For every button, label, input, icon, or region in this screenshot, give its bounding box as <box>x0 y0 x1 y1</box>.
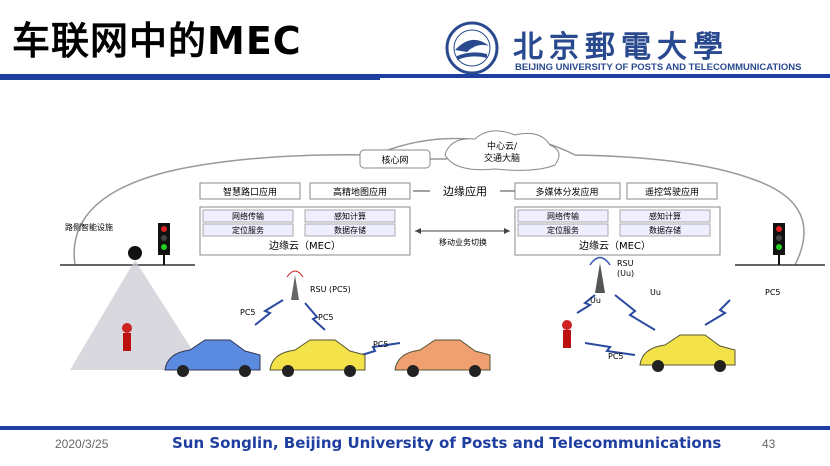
orange-car-icon <box>394 339 491 377</box>
blue-car-icon <box>164 339 261 377</box>
rsu-uu-sublabel: (Uu) <box>617 269 634 278</box>
pc5-link-1 <box>254 299 284 326</box>
uu-label-1: Uu <box>590 296 601 305</box>
roadside-camera-icon <box>128 246 142 260</box>
left-service-3: 定位服务 <box>232 225 264 235</box>
university-name-cn: 北京郵電大學 <box>513 30 729 65</box>
center-cloud-sublabel: 交通大脑 <box>484 152 520 164</box>
center-cloud-label: 中心云/ <box>487 140 518 152</box>
rsu-uu-label: RSU <box>617 259 634 268</box>
right-app-1: 多媒体分发应用 <box>535 186 598 198</box>
right-service-4: 数据存储 <box>649 225 681 235</box>
left-app-box-1 <box>199 182 301 200</box>
core-network-label: 核心网 <box>381 154 408 166</box>
footer-rule <box>0 426 830 430</box>
rsu-pc5-tower-icon <box>286 270 304 300</box>
roadside-label: 路侧智能设施 <box>65 222 113 232</box>
footer-date: 2020/3/25 <box>55 437 109 451</box>
pc5-label-5: PC5 <box>608 352 624 361</box>
mobility-label: 移动业务切换 <box>439 237 487 247</box>
right-edge-cloud-label: 边缘云（MEC） <box>579 239 651 252</box>
pc5-label-2: PC5 <box>318 313 334 322</box>
left-app-1: 智慧路口应用 <box>223 186 277 198</box>
center-cloud-shape <box>444 130 560 171</box>
page-number: 43 <box>762 437 776 451</box>
pedestrian-left-icon <box>122 323 132 351</box>
right-service-3: 定位服务 <box>547 225 579 235</box>
uu-link-1 <box>576 294 596 314</box>
mec-architecture-diagram: 核心网 中心云/ 交通大脑 智慧路口应用 高精地图应用 边缘应用 多媒体分发应用… <box>55 125 825 385</box>
pedestrian-right-icon <box>562 320 572 348</box>
traffic-light-left-icon <box>158 223 170 265</box>
pc5-label-1: PC5 <box>240 308 256 317</box>
traffic-light-right-icon <box>773 223 785 265</box>
rsu-uu-tower-icon <box>589 256 611 293</box>
left-app-box-2 <box>309 182 411 200</box>
university-name-en: BEIJING UNIVERSITY OF POSTS AND TELECOMM… <box>515 62 802 73</box>
slide-title: 车联网中的MEC <box>12 19 302 63</box>
university-logo: 北京郵電大學 BEIJING UNIVERSITY OF POSTS AND T… <box>441 20 821 76</box>
pc5-link-5 <box>584 342 636 356</box>
footer-author: Sun Songlin, Beijing University of Posts… <box>172 434 722 452</box>
right-service-1: 网络传输 <box>547 211 579 221</box>
yellow-car-left-icon <box>269 339 366 377</box>
pc5-link-4 <box>704 299 731 326</box>
rsu-pc5-label: RSU (PC5) <box>310 285 351 294</box>
header-rule-accent <box>0 78 380 80</box>
edge-apps-label: 边缘应用 <box>443 184 487 198</box>
right-app-box-1 <box>514 182 621 200</box>
uu-link-2 <box>614 294 656 331</box>
left-service-1: 网络传输 <box>232 211 264 221</box>
right-app-box-2 <box>626 182 718 200</box>
left-service-2: 感知计算 <box>334 211 366 221</box>
right-app-2: 遥控驾驶应用 <box>645 186 699 198</box>
camera-coverage-area <box>70 260 205 370</box>
header-rule <box>0 74 830 78</box>
left-service-4: 数据存储 <box>334 225 366 235</box>
right-service-2: 感知计算 <box>649 211 681 221</box>
pc5-label-4: PC5 <box>765 288 781 297</box>
left-app-2: 高精地图应用 <box>333 186 387 198</box>
pc5-link-3 <box>354 342 401 358</box>
pc5-link-2 <box>304 302 326 331</box>
pc5-label-3: PC5 <box>373 340 389 349</box>
yellow-car-right-icon <box>639 334 736 372</box>
left-edge-cloud-label: 边缘云（MEC） <box>269 239 341 252</box>
university-emblem-icon <box>445 21 499 75</box>
uu-label-2: Uu <box>650 288 661 297</box>
